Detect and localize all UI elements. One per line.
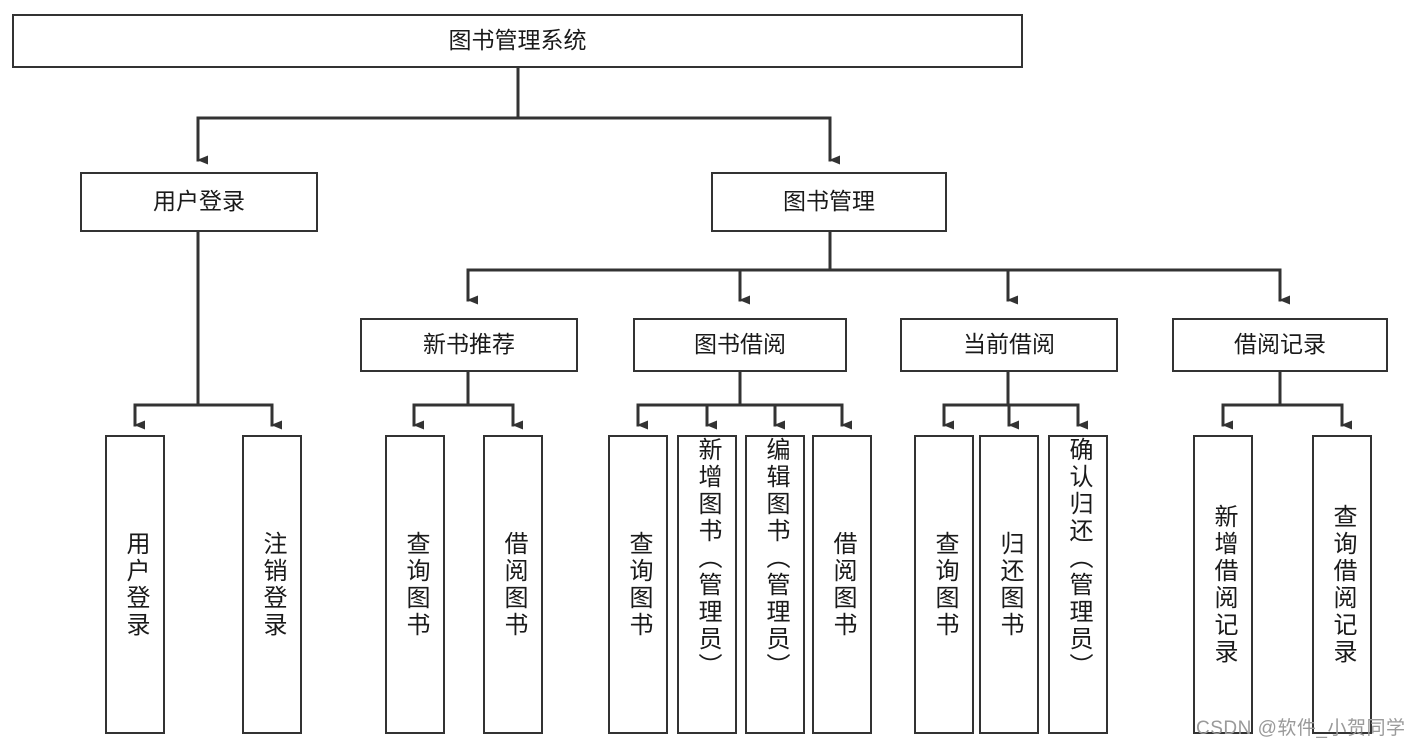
- node-leaf-borrow-book-2[interactable]: 借阅图书: [812, 435, 872, 734]
- node-leaf-confirm-return-label: 确认归还（管理员）: [1065, 437, 1092, 680]
- node-leaf-query-book-2-label: 查询图书: [625, 530, 652, 639]
- node-leaf-query-book-3[interactable]: 查询图书: [914, 435, 974, 734]
- node-leaf-add-record-label: 新增借阅记录: [1210, 503, 1237, 666]
- node-leaf-query-book-1[interactable]: 查询图书: [385, 435, 445, 734]
- node-leaf-return-book[interactable]: 归还图书: [979, 435, 1039, 734]
- node-book-manage[interactable]: 图书管理: [711, 172, 947, 232]
- node-leaf-user-login[interactable]: 用户登录: [105, 435, 165, 734]
- node-current-borrow[interactable]: 当前借阅: [900, 318, 1118, 372]
- node-new-book-recommend[interactable]: 新书推荐: [360, 318, 578, 372]
- node-user-login-label: 用户登录: [153, 188, 245, 215]
- node-leaf-add-record[interactable]: 新增借阅记录: [1193, 435, 1253, 734]
- node-user-login[interactable]: 用户登录: [80, 172, 318, 232]
- node-current-borrow-label: 当前借阅: [963, 331, 1055, 358]
- node-leaf-return-book-label: 归还图书: [996, 530, 1023, 639]
- node-leaf-logout-label: 注销登录: [259, 530, 286, 639]
- node-borrow-record[interactable]: 借阅记录: [1172, 318, 1388, 372]
- node-leaf-add-book-label: 新增图书（管理员）: [694, 437, 721, 680]
- node-leaf-query-record-label: 查询借阅记录: [1329, 503, 1356, 666]
- node-new-book-recommend-label: 新书推荐: [423, 331, 515, 358]
- node-leaf-borrow-book-1-label: 借阅图书: [500, 530, 527, 639]
- node-leaf-user-login-label: 用户登录: [122, 530, 149, 639]
- node-leaf-query-book-2[interactable]: 查询图书: [608, 435, 668, 734]
- node-leaf-edit-book[interactable]: 编辑图书（管理员）: [745, 435, 805, 734]
- node-leaf-query-record[interactable]: 查询借阅记录: [1312, 435, 1372, 734]
- node-leaf-borrow-book-2-label: 借阅图书: [829, 530, 856, 639]
- node-root-label: 图书管理系统: [448, 27, 587, 54]
- node-leaf-confirm-return[interactable]: 确认归还（管理员）: [1048, 435, 1108, 734]
- node-book-borrow-label: 图书借阅: [694, 331, 786, 358]
- node-borrow-record-label: 借阅记录: [1234, 331, 1326, 358]
- node-root[interactable]: 图书管理系统: [12, 14, 1023, 68]
- node-leaf-query-book-1-label: 查询图书: [402, 530, 429, 639]
- node-leaf-query-book-3-label: 查询图书: [931, 530, 958, 639]
- node-leaf-add-book[interactable]: 新增图书（管理员）: [677, 435, 737, 734]
- node-leaf-edit-book-label: 编辑图书（管理员）: [762, 437, 789, 680]
- node-book-borrow[interactable]: 图书借阅: [633, 318, 847, 372]
- node-book-manage-label: 图书管理: [783, 188, 875, 215]
- node-leaf-logout[interactable]: 注销登录: [242, 435, 302, 734]
- node-leaf-borrow-book-1[interactable]: 借阅图书: [483, 435, 543, 734]
